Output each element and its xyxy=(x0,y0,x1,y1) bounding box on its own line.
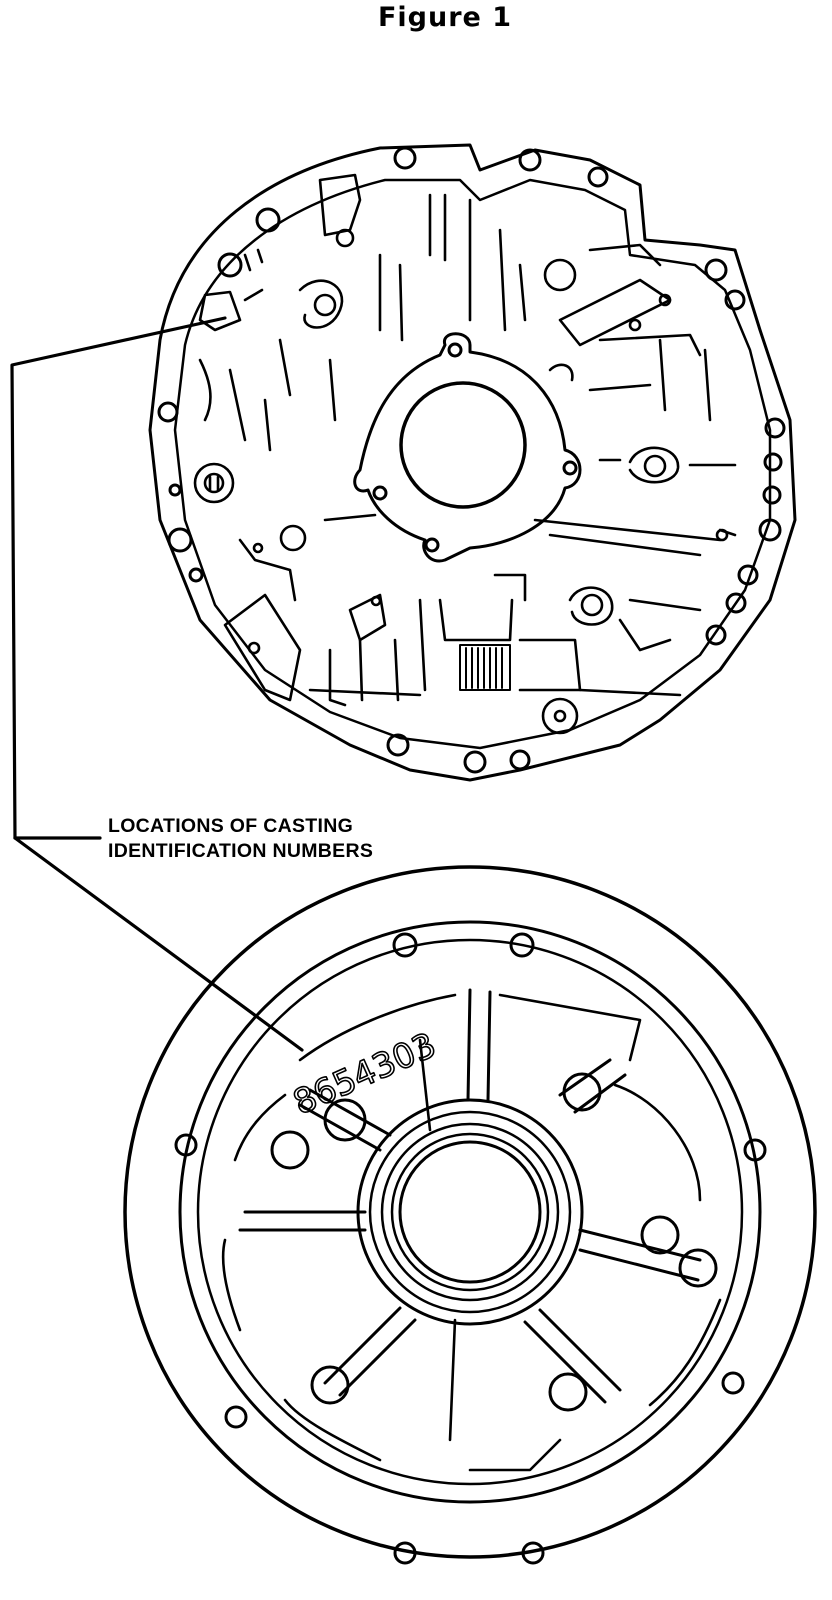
lower-seal-hub xyxy=(356,1098,584,1326)
callout-leader xyxy=(10,316,304,1052)
lower-ribs xyxy=(238,988,702,1404)
lower-pockets xyxy=(221,993,722,1472)
callout-line-2: IDENTIFICATION NUMBERS xyxy=(108,840,374,862)
upper-bolt-holes xyxy=(157,146,786,774)
upper-inner-rim xyxy=(173,178,772,750)
figure-title: Figure 1 xyxy=(377,2,513,33)
upper-plug xyxy=(193,462,235,504)
lower-inner-rim xyxy=(178,920,762,1504)
upper-fluid-passages xyxy=(193,173,737,735)
lower-bolt-holes xyxy=(174,932,767,1565)
casting-id-callout: LOCATIONS OF CASTING IDENTIFICATION NUMB… xyxy=(108,814,373,864)
upper-center-hub-flange xyxy=(353,332,582,563)
upper-spring xyxy=(459,644,511,691)
upper-pump-body xyxy=(148,143,797,782)
upper-flange-outline xyxy=(148,143,797,782)
callout-line-1: LOCATIONS OF CASTING xyxy=(108,815,354,837)
lower-pump-body: 8654303 xyxy=(123,865,817,1565)
lower-bosses xyxy=(270,1072,718,1412)
lower-outer-flange xyxy=(123,865,817,1559)
upper-center-bore xyxy=(399,381,527,509)
casting-id-number: 8654303 xyxy=(287,1025,442,1123)
